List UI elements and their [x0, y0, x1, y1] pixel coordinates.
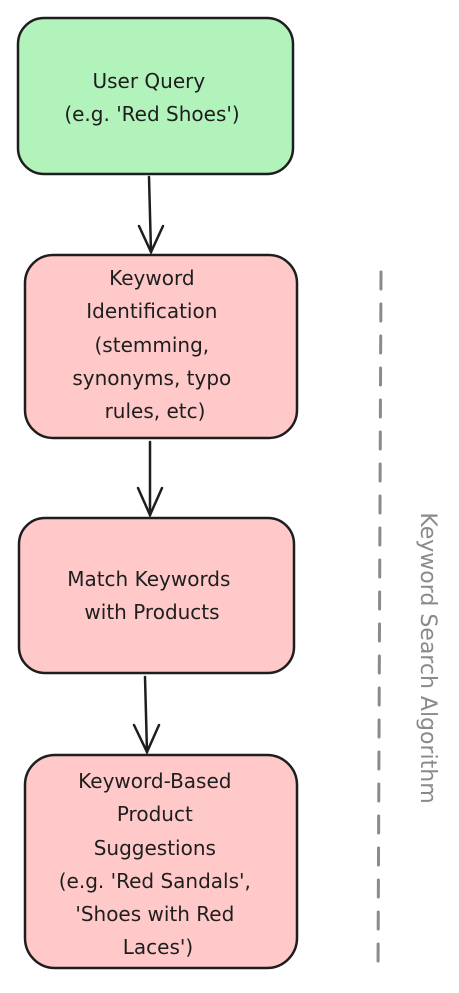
node-suggestions-line: Suggestions: [94, 836, 216, 860]
svg-text:Match Keywords with Prod: Match Keywords with Products: [67, 567, 237, 624]
node-keyword-identification-line: (stemming,: [95, 333, 210, 357]
node-suggestions-line: (e.g. 'Red Sandals',: [59, 869, 251, 893]
node-user-query-line: User Query: [92, 69, 205, 93]
node-suggestions-line: 'Shoes with Red: [75, 902, 234, 926]
arrow-query-to-identification: [137, 175, 165, 255]
node-user-query-line: (e.g. 'Red Shoes'): [64, 102, 239, 126]
node-match-keywords-line: with Products: [84, 600, 219, 624]
svg-text:User Query (e.g. 'Red Sh: User Query (e.g. 'Red Shoes'): [64, 69, 239, 126]
arrow-match-to-suggestions: [132, 675, 161, 755]
node-keyword-identification-box: [23, 253, 299, 440]
side-label: Keyword Search Algorithm: [415, 512, 440, 803]
node-keyword-identification-line: Identification: [86, 299, 217, 323]
node-user-query[interactable]: User Query (e.g. 'Red Shoes'): [16, 16, 295, 176]
arrow-identification-to-match: [136, 440, 164, 519]
node-suggestions-line: Product: [117, 802, 193, 826]
group-divider-line: [376, 270, 383, 977]
node-match-keywords[interactable]: Match Keywords with Products: [17, 516, 296, 675]
node-keyword-identification-line: Keyword: [109, 266, 194, 290]
node-match-keywords-box: [17, 516, 296, 675]
node-suggestions[interactable]: Keyword-Based Product Suggestions (e.g. …: [23, 753, 299, 970]
node-match-keywords-line: Match Keywords: [67, 567, 230, 591]
svg-text:Keyword-Based Product: Keyword-Based Product Suggestions (e.g. …: [59, 769, 258, 959]
svg-text:Keyword Identification: Keyword Identification (stemming, synony…: [72, 266, 237, 423]
node-suggestions-line: Laces'): [123, 935, 193, 959]
node-suggestions-box: [23, 753, 299, 970]
node-keyword-identification[interactable]: Keyword Identification (stemming, synony…: [23, 253, 299, 440]
node-keyword-identification-line: synonyms, typo: [72, 366, 231, 390]
node-user-query-box: [16, 16, 295, 176]
node-keyword-identification-line: rules, etc): [105, 399, 206, 423]
node-suggestions-line: Keyword-Based: [78, 769, 231, 793]
